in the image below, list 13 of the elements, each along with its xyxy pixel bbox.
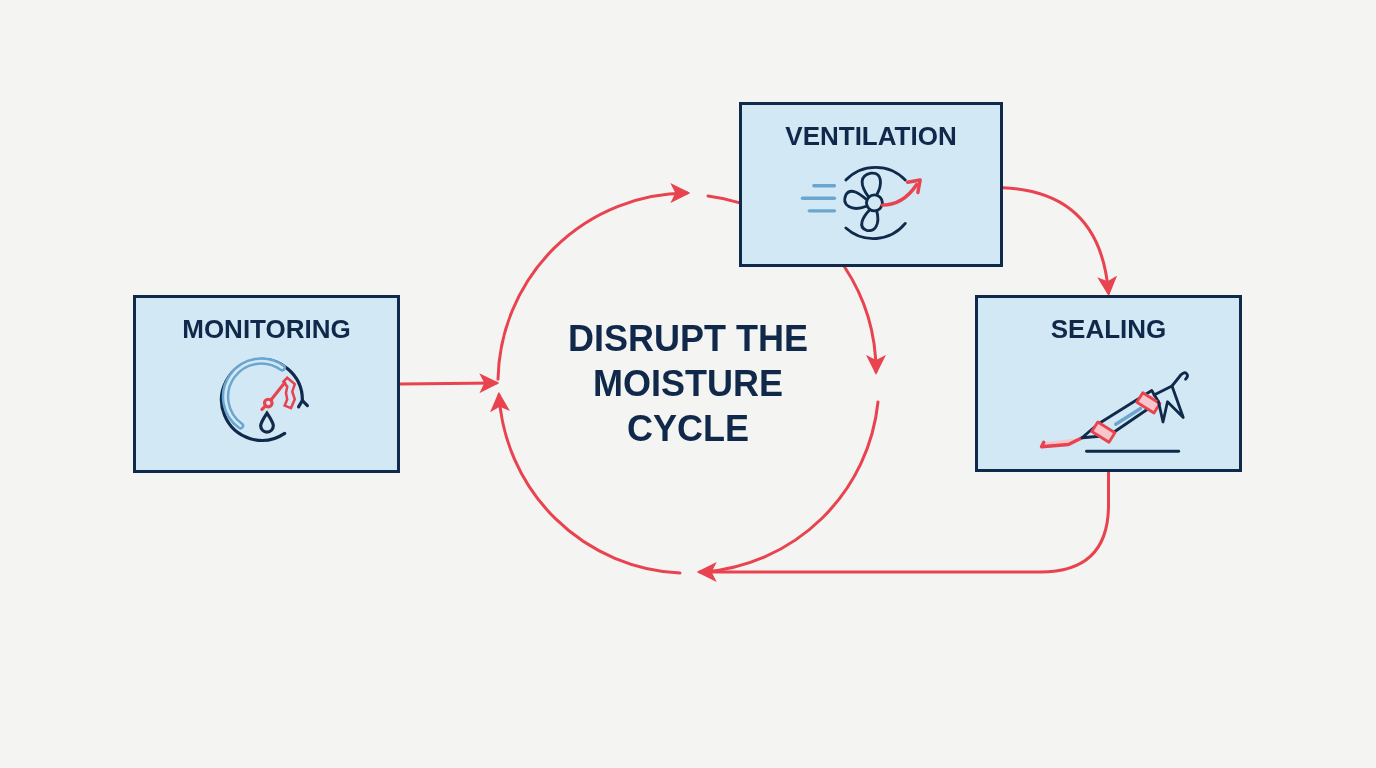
arrow xyxy=(843,265,885,375)
cycle-title: DISRUPT THE MOISTURE CYCLE xyxy=(567,316,809,451)
arrow xyxy=(1001,186,1117,297)
step-title: MONITORING xyxy=(182,316,351,342)
arrow xyxy=(398,373,500,394)
arrow xyxy=(496,184,691,381)
arrow xyxy=(491,391,682,575)
arrow xyxy=(696,470,1110,582)
step-title: VENTILATION xyxy=(785,123,957,149)
step-title: SEALING xyxy=(1050,316,1167,342)
step-box xyxy=(133,295,400,473)
step-box xyxy=(739,102,1003,267)
step-box xyxy=(975,295,1242,472)
